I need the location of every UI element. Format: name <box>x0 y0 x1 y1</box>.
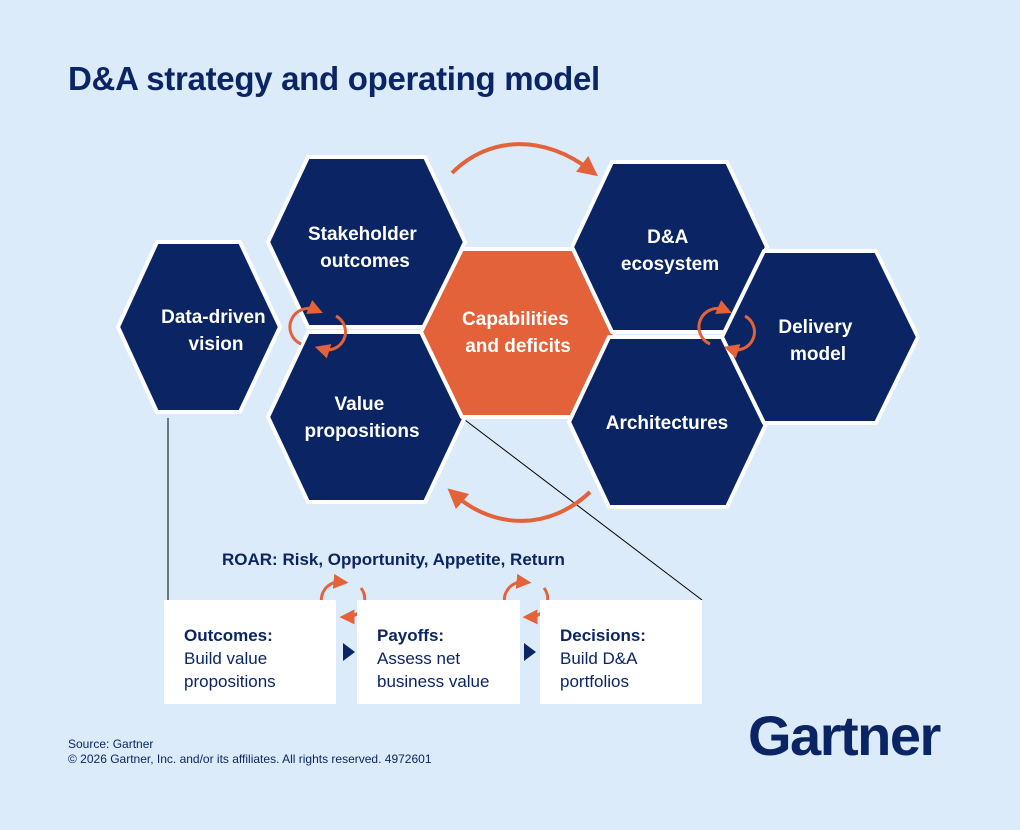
triangle-arrow-icon <box>524 643 536 661</box>
hex-label-delivery-model: Delivery model <box>778 317 857 365</box>
hex-delivery-model <box>720 249 920 425</box>
cycle-arrows-icon <box>288 300 347 359</box>
copyright-line: © 2026 Gartner, Inc. and/or its affiliat… <box>68 752 432 766</box>
outcomes-box: Outcomes: Build value propositions <box>164 600 336 704</box>
page-title: D&A strategy and operating model <box>68 60 600 97</box>
hex-da-ecosystem <box>570 160 769 334</box>
source-note: Source: Gartner © 2026 Gartner, Inc. and… <box>68 737 432 767</box>
outcomes-body: Build value propositions <box>184 649 276 691</box>
decisions-body: Build D&A portfolios <box>560 649 638 691</box>
gartner-logo: Gartner <box>748 704 941 767</box>
hex-label-capabilities-and-deficits: Capabilities and deficits <box>462 309 574 357</box>
hex-label-value-propositions: Value propositions <box>304 394 419 442</box>
connector-line-right <box>464 419 703 601</box>
roar-label: ROAR: Risk, Opportunity, Appetite, Retur… <box>222 550 565 569</box>
payoffs-title: Payoffs: <box>377 626 445 645</box>
curved-arrow-icon <box>450 142 598 177</box>
cycle-arrows-icon <box>697 300 756 359</box>
payoffs-box: Payoffs: Assess net business value <box>357 600 520 704</box>
hex-label-da-ecosystem: D&A ecosystem <box>621 227 719 275</box>
hex-stakeholder-outcomes <box>266 155 467 329</box>
outcomes-title: Outcomes: <box>184 626 273 645</box>
source-line: Source: Gartner <box>68 737 154 751</box>
hex-label-architectures: Architectures <box>606 413 729 434</box>
hex-data-driven-vision <box>116 240 282 414</box>
triangle-arrow-icon <box>343 643 355 661</box>
decisions-box: Decisions: Build D&A portfolios <box>540 600 702 704</box>
payoffs-body: Assess net business value <box>377 649 490 691</box>
decisions-title: Decisions: <box>560 626 646 645</box>
hex-label-stakeholder-outcomes: Stakeholder outcomes <box>308 224 422 272</box>
hex-label-data-driven-vision: Data-driven vision <box>161 307 271 355</box>
curved-arrow-icon <box>447 488 592 523</box>
